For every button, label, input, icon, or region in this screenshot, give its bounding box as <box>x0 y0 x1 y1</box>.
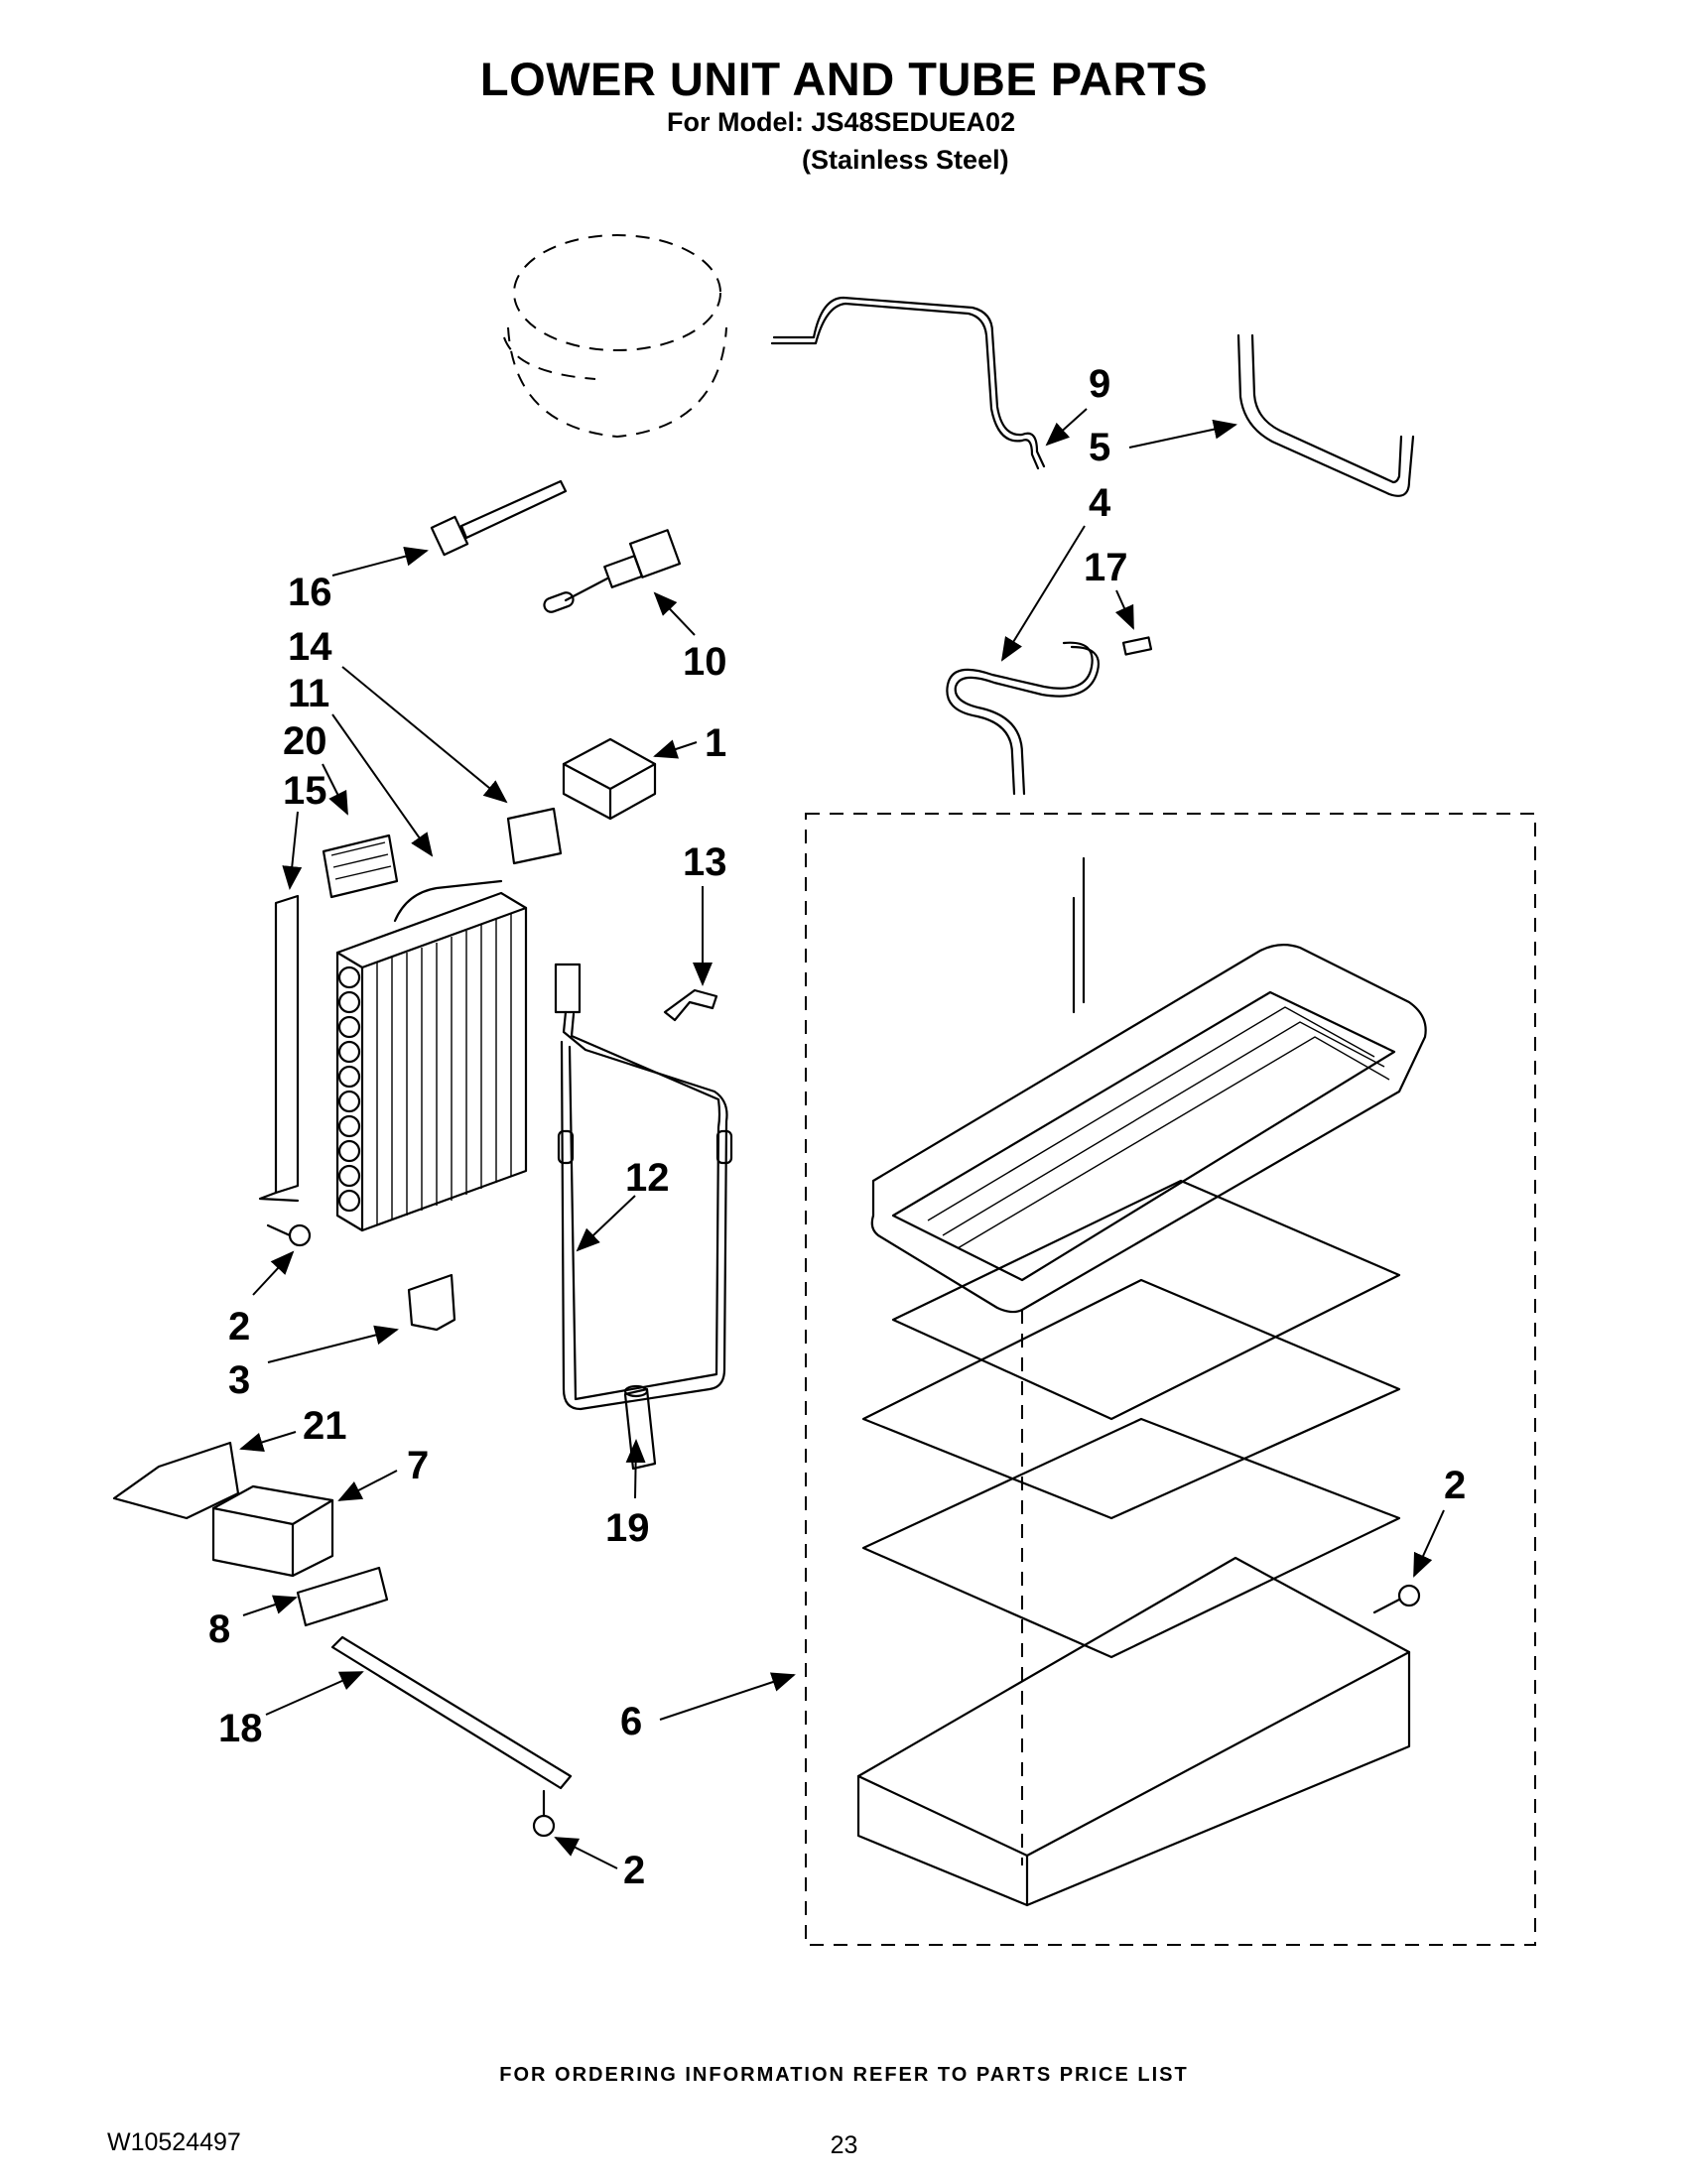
callout-12: 12 <box>625 1156 670 1200</box>
callout-15: 15 <box>283 769 327 813</box>
callout-labels: 9 5 4 17 16 10 14 11 20 15 1 13 12 2 3 2… <box>208 362 1466 1892</box>
callout-2-right: 2 <box>1444 1464 1466 1507</box>
callout-20: 20 <box>283 719 327 763</box>
callout-18: 18 <box>218 1707 263 1750</box>
part-8-plate <box>296 1566 389 1627</box>
part-6-assembly-boundary <box>805 813 1536 1946</box>
callout-9: 9 <box>1089 362 1110 406</box>
leader-arrows <box>239 408 1445 1869</box>
callout-7: 7 <box>407 1444 429 1487</box>
insulation-sheets <box>861 1179 1401 1865</box>
part-12-heater-harness <box>554 963 733 1411</box>
callout-2-bottom: 2 <box>623 1849 645 1892</box>
callout-17: 17 <box>1084 546 1128 589</box>
callout-4: 4 <box>1089 481 1111 525</box>
part-15-bracket-strip <box>258 894 300 1203</box>
part-18-strip <box>330 1635 573 1790</box>
part-11-evaporator <box>335 879 528 1232</box>
callout-13: 13 <box>683 840 727 884</box>
compressor-phantom-outline <box>503 234 727 439</box>
base-pan <box>856 1556 1411 1907</box>
page-number: 23 <box>830 2131 858 2159</box>
part-1-bracket <box>562 737 657 821</box>
callout-6: 6 <box>620 1700 642 1743</box>
part-20-filter-pad <box>322 834 399 899</box>
drain-tray <box>870 856 1427 1314</box>
part-7-cover <box>211 1484 334 1578</box>
part-2-screw-bottom <box>532 1789 556 1838</box>
ordering-note: FOR ORDERING INFORMATION REFER TO PARTS … <box>499 2064 1189 2086</box>
model-line: For Model: JS48SEDUEA02 <box>667 107 1016 137</box>
callout-21: 21 <box>303 1404 347 1448</box>
callout-16: 16 <box>288 571 332 614</box>
callout-5: 5 <box>1089 426 1110 469</box>
part-16-cable-tie <box>430 479 568 557</box>
callout-19: 19 <box>605 1506 650 1550</box>
document-number: W10524497 <box>107 2128 241 2156</box>
part-13-clip <box>663 988 718 1022</box>
part-9-tube <box>770 296 1046 470</box>
callout-11: 11 <box>288 672 329 715</box>
callout-1: 1 <box>705 721 726 765</box>
callout-3: 3 <box>228 1358 250 1402</box>
part-5-tube <box>1236 333 1415 497</box>
part-17-clip <box>1121 636 1153 656</box>
part-2-screw-right <box>1372 1584 1421 1614</box>
finish-line: (Stainless Steel) <box>802 145 1009 175</box>
part-4-tube <box>946 641 1101 796</box>
part-10-sensor <box>543 529 682 613</box>
part-2-screw-left <box>266 1223 312 1247</box>
page-title: LOWER UNIT AND TUBE PARTS <box>479 53 1209 105</box>
part-3-clip <box>407 1273 456 1332</box>
part-21-wedge <box>112 1441 240 1520</box>
callout-8: 8 <box>208 1607 230 1651</box>
callout-14: 14 <box>288 625 332 669</box>
callout-2-left: 2 <box>228 1305 250 1349</box>
part-14-plate <box>506 807 563 865</box>
callout-10: 10 <box>683 640 727 684</box>
